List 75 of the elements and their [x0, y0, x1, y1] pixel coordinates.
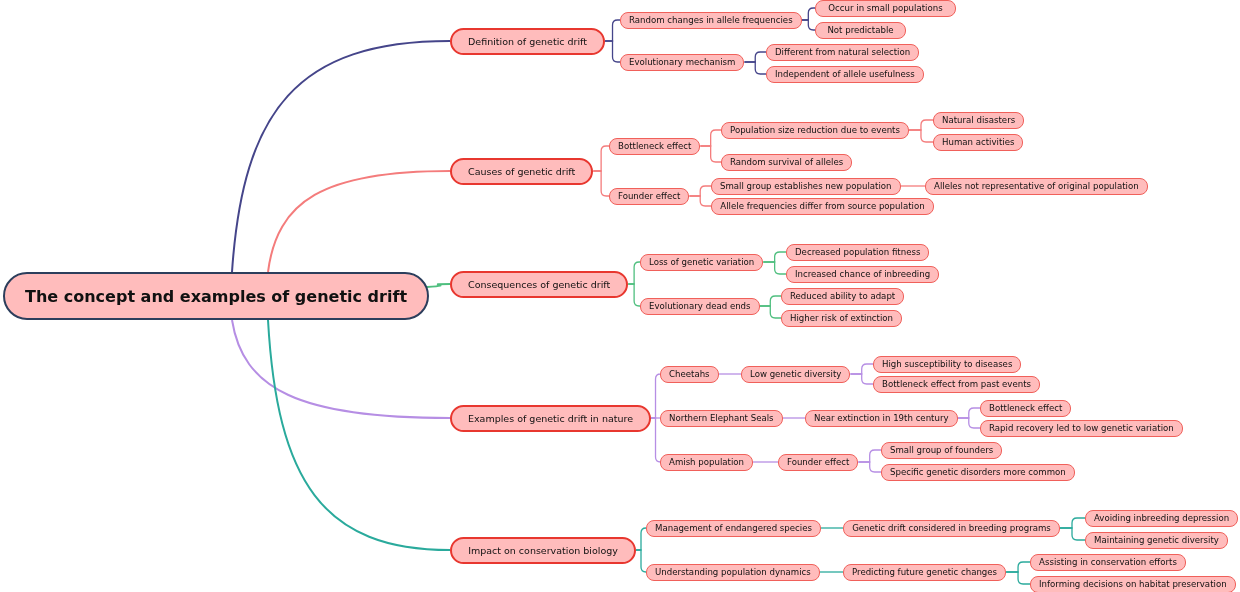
subtopic: Bottleneck effect [980, 399, 1072, 417]
subtopic: Alleles not representative of original population [925, 177, 1148, 195]
subtopic: Near extinction in 19th century [805, 409, 958, 427]
connector-line [849, 373, 874, 385]
main-topic: Impact on conservation biology [450, 536, 636, 564]
connector-line [758, 305, 782, 319]
connector-line [819, 571, 844, 573]
connector-line [231, 319, 451, 419]
connector-line [688, 195, 712, 207]
connector-line [801, 19, 816, 31]
subtopic: Loss of genetic variation [640, 253, 764, 271]
subtopic: Avoiding inbreeding depression [1085, 509, 1239, 527]
subtopic: Allele frequencies differ from source population [711, 197, 934, 215]
connector-line [604, 40, 621, 63]
subtopic: Evolutionary mechanism [620, 53, 745, 71]
subtopic: Assisting in conservation efforts [1030, 553, 1186, 571]
subtopic: Specific genetic disorders more common [881, 463, 1075, 481]
subtopic: Evolutionary dead ends [640, 297, 760, 315]
subtopic: Founder effect [609, 187, 690, 205]
root-topic: The concept and examples of genetic drift [3, 272, 430, 320]
subtopic: Founder effect [778, 453, 859, 471]
subtopic: Small group of founders [881, 441, 1003, 459]
subtopic: Informing decisions on habitat preservation [1030, 575, 1236, 592]
connector-line [743, 61, 767, 75]
subtopic: Reduced ability to adapt [781, 287, 905, 305]
subtopic: Amish population [660, 453, 754, 471]
subtopic: Random changes in allele frequencies [620, 11, 802, 29]
subtopic: Management of endangered species [646, 519, 821, 537]
connector-line [627, 283, 641, 307]
connector-line [650, 417, 662, 463]
connector-line [1005, 571, 1031, 585]
connector-line [426, 283, 451, 288]
subtopic: Predicting future genetic changes [843, 563, 1007, 581]
connector-line [635, 549, 647, 573]
connector-line [267, 170, 451, 273]
connector-line [908, 129, 934, 143]
subtopic: Different from natural selection [766, 43, 920, 61]
subtopic: Independent of allele usefulness [766, 65, 924, 83]
subtopic: Maintaining genetic diversity [1085, 531, 1228, 549]
subtopic: Low genetic diversity [741, 365, 851, 383]
subtopic: Cheetahs [660, 365, 719, 383]
connector-line [717, 373, 742, 375]
subtopic: Genetic drift considered in breeding programs [843, 519, 1060, 537]
subtopic: Not predictable [815, 21, 906, 39]
connector-line [231, 40, 451, 273]
connector-line [762, 261, 787, 275]
subtopic: Higher risk of extinction [781, 309, 903, 327]
connector-line [1059, 527, 1086, 541]
subtopic: Occur in small populations [815, 0, 956, 17]
subtopic: Northern Elephant Seals [660, 409, 783, 427]
subtopic: Understanding population dynamics [646, 563, 820, 581]
main-topic: Consequences of genetic drift [450, 270, 629, 298]
connector-line [752, 461, 779, 463]
subtopic: Natural disasters [933, 111, 1025, 129]
connector-line [781, 417, 806, 419]
subtopic: Bottleneck effect [609, 137, 701, 155]
connector-line [699, 145, 722, 163]
subtopic: Increased chance of inbreeding [786, 265, 940, 283]
main-topic: Definition of genetic drift [450, 27, 606, 55]
subtopic: Human activities [933, 133, 1024, 151]
subtopic: Bottleneck effect from past events [873, 375, 1041, 393]
connector-line [857, 461, 882, 473]
connector-line [267, 319, 451, 551]
subtopic: Random survival of alleles [721, 153, 853, 171]
subtopic: Population size reduction due to events [721, 121, 909, 139]
subtopic: Decreased population fitness [786, 243, 930, 261]
subtopic: Rapid recovery led to low genetic variation [980, 419, 1183, 437]
subtopic: High susceptibility to diseases [873, 355, 1022, 373]
main-topic: Examples of genetic drift in nature [450, 404, 652, 432]
connector-line [592, 170, 610, 197]
main-topic: Causes of genetic drift [450, 157, 594, 185]
connector-line [899, 185, 926, 187]
connector-line [956, 417, 981, 429]
connector-line [820, 527, 844, 529]
subtopic: Small group establishes new population [711, 177, 901, 195]
